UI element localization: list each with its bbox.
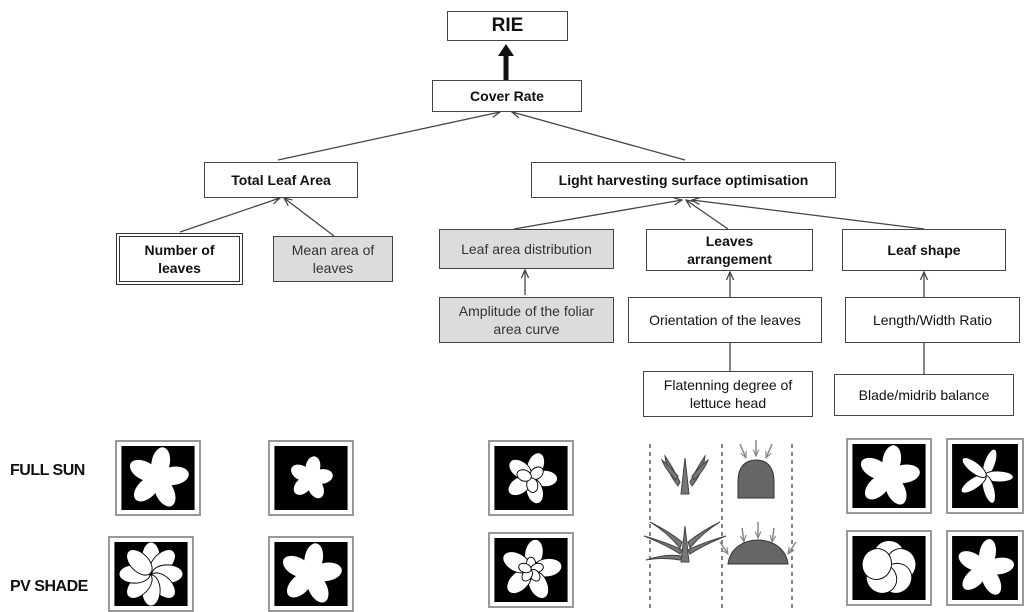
rosette-full-sun-distribution <box>488 440 574 516</box>
arrow-tla-to-cover <box>277 112 500 161</box>
rosette-full-sun-number <box>115 440 201 516</box>
row-label-pv-shade: PV SHADE <box>10 578 88 595</box>
node-blade-midrib: Blade/midrib balance <box>834 374 1014 416</box>
spreading-leaves-icon <box>643 521 727 563</box>
node-total-leaf-area: Total Leaf Area <box>204 162 358 198</box>
node-leaf-area-distribution: Leaf area distribution <box>439 229 614 269</box>
node-leaves-arrangement: Leaves arrangement <box>646 229 813 271</box>
arrow-lh-to-cover <box>512 112 686 161</box>
rosette-full-sun-mean-area <box>268 440 354 516</box>
rosette-pv-shade-mean-area <box>268 536 354 612</box>
rosette-full-sun-shape-b <box>946 438 1024 514</box>
node-amplitude: Amplitude of the foliar area curve <box>439 297 614 343</box>
node-length-width: Length/Width Ratio <box>845 297 1020 343</box>
node-rie: RIE <box>447 11 568 41</box>
side-view-illustrations <box>643 440 797 612</box>
flat-dome-icon <box>719 522 797 565</box>
rosette-full-sun-shape-a <box>846 438 932 514</box>
rosette-pv-shade-shape-b <box>946 530 1024 606</box>
node-leaf-shape: Leaf shape <box>842 229 1006 271</box>
node-mean-area: Mean area of leaves <box>273 236 393 282</box>
node-flattening: Flatenning degree of lettuce head <box>643 371 813 417</box>
node-number-of-leaves: Number of leaves <box>116 233 243 285</box>
rosette-pv-shade-shape-a <box>846 530 932 606</box>
arrow-ls-to-lh <box>692 200 925 230</box>
arrowhead-rie <box>498 44 514 56</box>
node-light-harvesting: Light harvesting surface optimisation <box>531 162 836 198</box>
row-label-full-sun: FULL SUN <box>10 462 85 479</box>
upright-leaves-icon <box>661 454 709 495</box>
rosette-pv-shade-number <box>108 536 194 612</box>
arrow-nol-to-tla <box>179 198 280 233</box>
node-orientation: Orientation of the leaves <box>628 297 822 343</box>
arrow-lad-to-lh <box>513 200 682 230</box>
tall-dome-icon <box>737 440 775 499</box>
rosette-pv-shade-distribution <box>488 532 574 608</box>
arrow-mean-to-tla <box>284 198 335 237</box>
node-cover-rate: Cover Rate <box>432 80 582 112</box>
